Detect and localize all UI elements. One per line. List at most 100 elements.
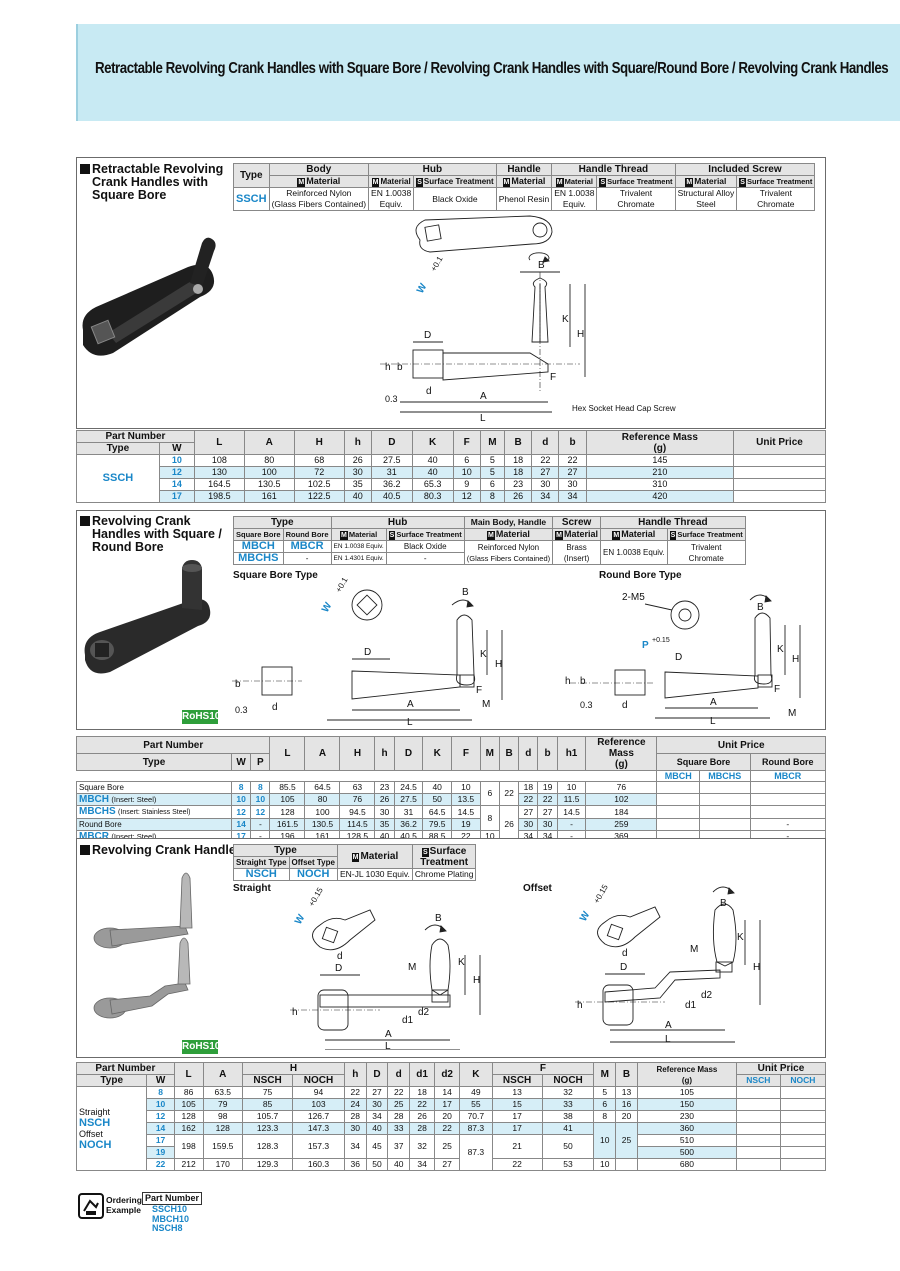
svg-text:+0.1: +0.1 bbox=[429, 254, 445, 273]
price-cell[interactable] bbox=[735, 1086, 781, 1099]
nsch-section-title: Revolving Crank Handles bbox=[80, 844, 243, 857]
svg-text:+0.1: +0.1 bbox=[334, 575, 350, 594]
svg-text:A: A bbox=[407, 699, 414, 710]
price-cell[interactable] bbox=[733, 466, 826, 479]
price-cell[interactable] bbox=[656, 793, 700, 806]
svg-text:b: b bbox=[235, 679, 241, 690]
spec-h-screw: Included Screw bbox=[674, 163, 816, 176]
ssch-dimension-table: Part Number L A H h D K F M B d b Refere… bbox=[76, 430, 826, 503]
svg-text:H: H bbox=[473, 975, 480, 986]
svg-text:d1: d1 bbox=[402, 1015, 414, 1026]
price-cell[interactable] bbox=[656, 818, 700, 831]
header-band bbox=[76, 24, 900, 121]
svg-text:h: h bbox=[385, 362, 391, 373]
svg-text:d2: d2 bbox=[418, 1007, 430, 1018]
svg-text:F: F bbox=[476, 685, 482, 696]
price-cell[interactable] bbox=[779, 1086, 827, 1099]
svg-text:L: L bbox=[407, 717, 413, 725]
spec-h-body: Body bbox=[268, 163, 370, 176]
svg-text:B: B bbox=[462, 587, 469, 598]
price-cell[interactable]: - bbox=[749, 818, 827, 831]
svg-text:D: D bbox=[335, 963, 342, 974]
svg-text:F: F bbox=[774, 684, 780, 695]
svg-text:D: D bbox=[620, 962, 627, 973]
svg-text:W: W bbox=[293, 912, 308, 926]
price-cell[interactable] bbox=[699, 793, 751, 806]
price-cell[interactable] bbox=[735, 1134, 781, 1147]
svg-text:L: L bbox=[710, 716, 716, 725]
svg-text:B: B bbox=[538, 260, 545, 271]
price-cell[interactable] bbox=[779, 1110, 827, 1123]
spec-h-thread: Handle Thread bbox=[551, 163, 676, 176]
svg-text:d1: d1 bbox=[685, 1000, 697, 1011]
page-title: Retractable Revolving Crank Handles with… bbox=[95, 60, 889, 77]
price-cell[interactable] bbox=[749, 793, 827, 806]
svg-text:W: W bbox=[320, 600, 335, 614]
svg-text:b: b bbox=[397, 362, 403, 373]
price-cell[interactable] bbox=[779, 1146, 827, 1159]
svg-text:b: b bbox=[580, 676, 586, 687]
ssch-spec-table: Type Body Hub Handle Handle Thread Inclu… bbox=[233, 163, 816, 211]
svg-text:2-M5: 2-M5 bbox=[622, 592, 645, 603]
svg-text:d: d bbox=[622, 700, 628, 711]
svg-text:+0.15: +0.15 bbox=[652, 637, 670, 644]
svg-text:0.3: 0.3 bbox=[580, 700, 593, 710]
price-cell[interactable] bbox=[699, 818, 751, 831]
svg-text:H: H bbox=[495, 659, 502, 670]
price-cell[interactable] bbox=[735, 1110, 781, 1123]
svg-text:0.3: 0.3 bbox=[385, 394, 398, 404]
svg-text:H: H bbox=[792, 654, 799, 665]
svg-text:K: K bbox=[562, 314, 569, 325]
straight-label: Straight bbox=[233, 883, 271, 894]
offset-label: Offset bbox=[523, 883, 552, 894]
svg-text:H: H bbox=[753, 962, 760, 973]
price-cell[interactable] bbox=[779, 1098, 827, 1111]
ssch-product-photo bbox=[82, 237, 216, 356]
svg-text:K: K bbox=[737, 932, 744, 943]
price-cell[interactable] bbox=[735, 1098, 781, 1111]
price-cell[interactable] bbox=[656, 781, 700, 794]
price-cell[interactable] bbox=[735, 1122, 781, 1135]
price-cell[interactable] bbox=[779, 1134, 827, 1147]
svg-text:H: H bbox=[577, 329, 584, 340]
nsch-rohs-badge: RoHS10 bbox=[182, 1040, 221, 1054]
price-cell[interactable] bbox=[733, 490, 826, 503]
price-cell[interactable] bbox=[733, 454, 826, 467]
mbch-product-photo bbox=[84, 560, 211, 674]
ordering-examples: SSCH10 MBCH10 NSCH8 bbox=[152, 1204, 190, 1233]
svg-text:A: A bbox=[710, 697, 717, 708]
svg-text:h: h bbox=[292, 1007, 298, 1018]
svg-text:W: W bbox=[578, 909, 593, 923]
spec-h-type: Type bbox=[233, 163, 270, 188]
price-cell[interactable] bbox=[733, 478, 826, 491]
svg-text:B: B bbox=[435, 913, 442, 924]
svg-text:d: d bbox=[426, 386, 432, 397]
price-cell[interactable] bbox=[656, 805, 700, 819]
mbch-rohs-badge: RoHS10 bbox=[182, 710, 221, 724]
svg-text:Hex Socket Head Cap Screw: Hex Socket Head Cap Screw bbox=[572, 404, 676, 413]
mbch-section-title: Revolving Crank Handles with Square / Ro… bbox=[80, 515, 222, 554]
svg-text:d: d bbox=[622, 948, 628, 959]
svg-text:M: M bbox=[408, 962, 416, 973]
svg-text:D: D bbox=[675, 652, 682, 663]
spec-h-handle: Handle bbox=[495, 163, 553, 176]
price-cell[interactable] bbox=[779, 1158, 827, 1171]
price-cell[interactable] bbox=[699, 781, 751, 794]
ordering-part-box: Part Number bbox=[142, 1192, 203, 1205]
price-cell[interactable] bbox=[735, 1146, 781, 1159]
price-cell[interactable] bbox=[749, 805, 827, 819]
svg-text:M: M bbox=[690, 944, 698, 955]
svg-text:A: A bbox=[665, 1020, 672, 1031]
price-cell[interactable] bbox=[735, 1158, 781, 1171]
price-cell[interactable] bbox=[699, 805, 751, 819]
svg-text:M: M bbox=[788, 708, 796, 719]
spec-h-hub: Hub bbox=[368, 163, 497, 176]
price-cell[interactable] bbox=[749, 781, 827, 794]
svg-text:d2: d2 bbox=[701, 990, 713, 1001]
mbch-round-drawing: 2-M5 P +0.15 D B K H h b d 0.3 F M A L bbox=[565, 592, 801, 725]
svg-text:K: K bbox=[777, 644, 784, 655]
svg-text:M: M bbox=[482, 699, 490, 710]
price-cell[interactable] bbox=[779, 1122, 827, 1135]
